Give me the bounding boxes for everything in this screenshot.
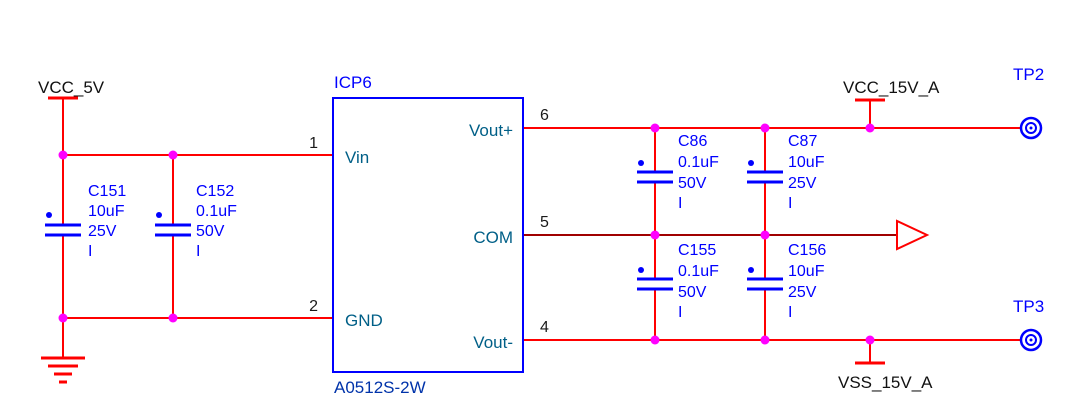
cap-voltage: 50V xyxy=(196,223,225,240)
cap-note: I xyxy=(678,195,682,212)
test-point-tp3[interactable]: TP3 xyxy=(1013,297,1044,352)
test-point-icon xyxy=(1025,334,1037,346)
offpage-arrow-icon[interactable] xyxy=(896,219,930,251)
test-point-icon xyxy=(1019,328,1043,352)
net-label-vcc15v: VCC_15V_A xyxy=(843,78,940,97)
cap-ref: C151 xyxy=(88,183,126,200)
cap-value: 0.1uF xyxy=(678,154,719,171)
junction-dot xyxy=(865,335,875,345)
ic-a0512s[interactable]: ICP6 A0512S-2W Vin GND Vout+ COM Vout- 1… xyxy=(309,73,549,397)
capacitor-c155[interactable]: C155 0.1uF 50V I xyxy=(637,242,719,321)
cap-ref: C87 xyxy=(788,133,817,150)
cap-voltage: 25V xyxy=(788,284,817,301)
cap-note: I xyxy=(196,243,200,260)
power-port-vss15v[interactable]: VSS_15V_A xyxy=(838,361,933,392)
pin-number-1: 1 xyxy=(309,135,318,152)
pin-name-vout-plus: Vout+ xyxy=(469,121,513,140)
cap-voltage: 25V xyxy=(88,223,117,240)
test-point-icon xyxy=(1025,122,1037,134)
pin-number-5: 5 xyxy=(540,214,549,231)
cap-value: 10uF xyxy=(88,203,125,220)
cap-note: I xyxy=(88,243,92,260)
capacitor-c156[interactable]: C156 10uF 25V I xyxy=(747,242,826,321)
power-port-vcc15v[interactable]: VCC_15V_A xyxy=(843,78,940,102)
test-point-icon xyxy=(1019,116,1043,140)
cap-note: I xyxy=(788,304,792,321)
net-label-vcc5v: VCC_5V xyxy=(38,78,105,97)
capacitor-c152[interactable]: C152 0.1uF 50V I xyxy=(155,183,237,260)
junction-dot xyxy=(650,230,660,240)
pin-name-com: COM xyxy=(473,228,513,247)
junction-dot xyxy=(58,313,68,323)
cap-value: 0.1uF xyxy=(196,203,237,220)
junction-dot xyxy=(650,335,660,345)
net-label-vss15v: VSS_15V_A xyxy=(838,373,933,392)
cap-value: 0.1uF xyxy=(678,263,719,280)
polarity-dot-icon xyxy=(638,160,644,166)
cap-value: 10uF xyxy=(788,154,825,171)
ic-body[interactable] xyxy=(332,97,524,373)
capacitor-c86[interactable]: C86 0.1uF 50V I xyxy=(637,133,719,212)
cap-ref: C155 xyxy=(678,242,716,259)
wires xyxy=(62,98,1021,363)
pin-number-2: 2 xyxy=(309,298,318,315)
junction-dots xyxy=(58,123,875,345)
polarity-dot-icon xyxy=(638,267,644,273)
capacitor-c151[interactable]: C151 10uF 25V I xyxy=(45,183,126,260)
test-point-tp2[interactable]: TP2 xyxy=(1013,65,1044,140)
pin-number-6: 6 xyxy=(540,107,549,124)
test-point-center xyxy=(1029,338,1033,342)
polarity-dot-icon xyxy=(46,212,52,218)
pin-name-gnd: GND xyxy=(345,311,383,330)
junction-dot xyxy=(58,150,68,160)
junction-dot xyxy=(168,313,178,323)
power-port-vcc5v[interactable]: VCC_5V xyxy=(38,78,105,100)
cap-value: 10uF xyxy=(788,263,825,280)
cap-ref: C156 xyxy=(788,242,826,259)
tp3-label: TP3 xyxy=(1013,297,1044,316)
tp2-label: TP2 xyxy=(1013,65,1044,84)
cap-ref: C152 xyxy=(196,183,234,200)
earth-ground-symbol[interactable] xyxy=(41,356,85,384)
junction-dot xyxy=(168,150,178,160)
polarity-dot-icon xyxy=(156,212,162,218)
junction-dot xyxy=(760,335,770,345)
junction-dot xyxy=(865,123,875,133)
polarity-dot-icon xyxy=(748,160,754,166)
junction-dot xyxy=(760,230,770,240)
pin-name-vout-minus: Vout- xyxy=(473,333,513,352)
junction-dot xyxy=(650,123,660,133)
test-point-center xyxy=(1029,126,1033,130)
cap-voltage: 25V xyxy=(788,175,817,192)
cap-note: I xyxy=(788,195,792,212)
cap-voltage: 50V xyxy=(678,284,707,301)
junction-dot xyxy=(760,123,770,133)
cap-voltage: 50V xyxy=(678,175,707,192)
cap-ref: C86 xyxy=(678,133,707,150)
capacitor-c87[interactable]: C87 10uF 25V I xyxy=(747,133,825,212)
ic-designator: ICP6 xyxy=(334,73,372,92)
pin-name-vin: Vin xyxy=(345,148,369,167)
cap-note: I xyxy=(678,304,682,321)
ic-part-number: A0512S-2W xyxy=(334,378,426,397)
pin-number-4: 4 xyxy=(540,319,549,336)
polarity-dot-icon xyxy=(748,267,754,273)
